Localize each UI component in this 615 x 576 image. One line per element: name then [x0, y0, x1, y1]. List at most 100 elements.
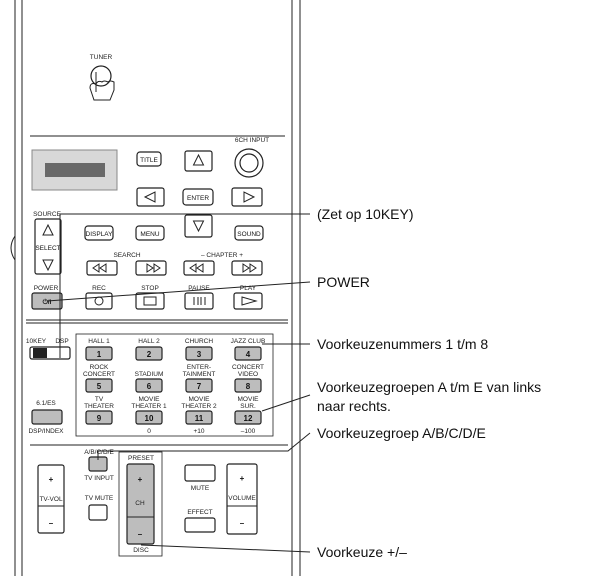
down-button[interactable] — [184, 214, 213, 238]
preset-ch-frame — [118, 451, 163, 557]
tv-mute-button[interactable] — [88, 504, 108, 521]
preset-label-hall1: HALL 1 — [88, 338, 110, 345]
preset-row1-labels: HALL 1 HALL 2 CHURCH JAZZ CLUB — [88, 338, 265, 345]
preset-number-4: 4 — [246, 350, 251, 359]
hand-icon — [89, 65, 115, 101]
lcd-display — [31, 149, 118, 191]
preset-minus-icon: – — [138, 530, 143, 539]
rec-button[interactable] — [85, 292, 113, 310]
leader-power — [46, 281, 311, 302]
tv-mute-label: TV MUTE — [85, 495, 114, 502]
input-knob-inner — [239, 153, 259, 173]
minus100-label: –100 — [241, 428, 256, 435]
up-button[interactable] — [184, 150, 213, 172]
play-label: PLAY — [240, 285, 257, 292]
callout-group-button: Voorkeuzegroep A/B/C/D/E — [317, 425, 486, 441]
preset-button-2[interactable] — [135, 346, 163, 361]
pause-label: PAUSE — [188, 285, 210, 292]
search-back-button[interactable] — [86, 260, 118, 276]
volume-minus-icon: – — [240, 519, 245, 528]
preset-number-7: 7 — [197, 382, 202, 391]
title-button[interactable] — [136, 151, 162, 167]
play-button[interactable] — [233, 292, 263, 310]
display-button[interactable] — [84, 225, 114, 241]
stop-button[interactable] — [135, 292, 165, 310]
preset-label-tainment: TAINMENT — [183, 371, 216, 378]
right-button[interactable] — [231, 187, 263, 207]
preset-button-1[interactable] — [85, 346, 113, 361]
preset-label-jazzclub: JAZZ CLUB — [231, 338, 266, 345]
group-label: A/B/C/D/E — [84, 449, 114, 456]
preset-grid-frame — [75, 333, 274, 437]
select-rocker[interactable] — [34, 218, 62, 275]
power-symbol-icon: ⏻/I — [43, 298, 52, 306]
preset-number-5: 5 — [97, 382, 102, 391]
enter-button-label: ENTER — [187, 195, 209, 202]
preset-label-theater: THEATER — [84, 403, 114, 410]
preset-label-hall2: HALL 2 — [138, 338, 160, 345]
mute-label: MUTE — [191, 485, 210, 492]
volume-plus-icon: + — [240, 474, 245, 483]
volume-rocker[interactable] — [226, 463, 258, 535]
leader-preset-plusminus — [140, 544, 311, 553]
preset-button-10[interactable] — [135, 410, 163, 425]
preset-button-8[interactable] — [234, 378, 262, 393]
select-label: SELECT — [35, 245, 60, 252]
menu-button[interactable] — [135, 225, 165, 241]
preset-number-2: 2 — [147, 350, 152, 359]
preset-label-concert2: CONCERT — [232, 364, 264, 371]
ch-label: CH — [135, 500, 145, 507]
switch-label-dsp: DSP — [55, 338, 68, 345]
search-label: SEARCH — [113, 252, 140, 259]
leader-10key — [59, 213, 310, 358]
dsp-index-label: DSP/INDEX — [28, 428, 64, 435]
volume-label: VOLUME — [228, 495, 256, 502]
left-arrow-icon — [143, 191, 156, 203]
callout-10key: (Zet op 10KEY) — [317, 206, 414, 222]
play-icon — [241, 296, 258, 306]
preset-row2-buttons: 5 6 7 8 — [85, 378, 262, 393]
zero-label: 0 — [147, 428, 151, 435]
select-up-icon — [42, 223, 54, 236]
preset-number-11: 11 — [195, 414, 204, 423]
sound-button[interactable] — [234, 225, 264, 241]
left-button[interactable] — [136, 187, 165, 207]
preset-button-3[interactable] — [185, 346, 213, 361]
enter-button[interactable] — [182, 188, 214, 206]
chapter-minus-button[interactable] — [183, 260, 215, 276]
preset-button-5[interactable] — [85, 378, 113, 393]
callout-groups-line1: Voorkeuzegroepen A t/m E van links — [317, 379, 541, 395]
preset-label-video: VIDEO — [238, 371, 258, 378]
search-forward-button[interactable] — [135, 260, 167, 276]
effect-button[interactable] — [184, 517, 216, 533]
preset-button-6[interactable] — [135, 378, 163, 393]
chapter-label: – CHAPTER + — [201, 252, 243, 259]
preset-button-7[interactable] — [185, 378, 213, 393]
preset-row3-labels: 6.1/ES TV THEATER MOVIE THEATER 1 MOVIE … — [36, 396, 259, 410]
callout-groups-line2: naar rechts. — [317, 398, 391, 414]
tuner-label: TUNER — [90, 54, 113, 61]
pause-button[interactable] — [184, 292, 214, 310]
preset-button-9[interactable] — [85, 410, 113, 425]
preset-61es-button[interactable] — [31, 409, 63, 425]
plus10-label: +10 — [193, 428, 204, 435]
preset-label-movie3: MOVIE — [238, 396, 260, 403]
chapter-plus-button[interactable] — [231, 260, 263, 276]
right-arrow-icon — [243, 191, 256, 203]
preset-number-8: 8 — [246, 382, 251, 391]
preset-button-4[interactable] — [234, 346, 262, 361]
stop-label: STOP — [141, 285, 159, 292]
source-label: SOURCE — [33, 211, 61, 218]
stop-icon — [143, 296, 157, 306]
preset-button-11[interactable] — [185, 410, 213, 425]
mute-button[interactable] — [184, 464, 216, 482]
preset-number-1: 1 — [97, 350, 102, 359]
preset-row3-buttons: 9 10 11 12 — [31, 409, 262, 425]
remote-inner-outline — [21, 0, 293, 576]
preset-button-12[interactable] — [234, 410, 262, 425]
tv-vol-rocker[interactable] — [37, 464, 65, 534]
preset-ch-rocker[interactable] — [126, 463, 155, 545]
effect-label: EFFECT — [187, 509, 212, 516]
preset-number-12: 12 — [244, 414, 253, 423]
callout-presets: Voorkeuzenummers 1 t/m 8 — [317, 336, 488, 352]
